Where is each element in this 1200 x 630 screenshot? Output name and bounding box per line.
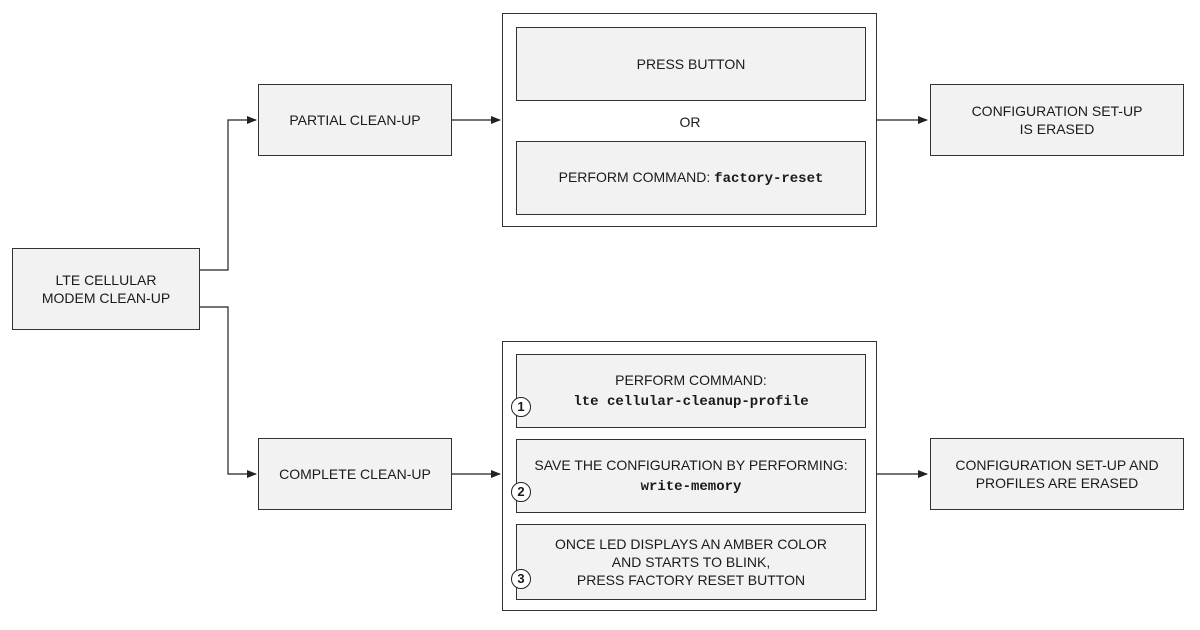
complete-cleanup-label: COMPLETE CLEAN-UP [279, 466, 431, 482]
option-press-button-text: PRESS BUTTON [636, 56, 746, 72]
step-2-text: SAVE THE CONFIGURATION BY PERFORMING: [534, 457, 848, 473]
step-2-number-badge: 2 [511, 482, 531, 502]
partial-options-group: PRESS BUTTON OR PERFORM COMMAND: factory… [502, 13, 877, 227]
step-1-box: PERFORM COMMAND: lte cellular-cleanup-pr… [511, 354, 866, 428]
connector-root-to-complete [200, 306, 257, 478]
step-3-number-badge: 3 [511, 569, 531, 589]
step-3-line1: ONCE LED DISPLAYS AN AMBER COLOR [554, 536, 828, 552]
root-node-box: LTE CELLULAR MODEM CLEAN-UP [12, 248, 200, 330]
root-node-line1: LTE CELLULAR [55, 272, 157, 288]
partial-cleanup-label: PARTIAL CLEAN-UP [289, 112, 421, 128]
complete-steps-group: PERFORM COMMAND: lte cellular-cleanup-pr… [502, 341, 877, 611]
step-1-command: lte cellular-cleanup-profile [573, 394, 809, 410]
step-1-text: PERFORM COMMAND: [615, 372, 767, 388]
connector-root-to-partial [200, 116, 257, 271]
partial-result-line2: IS ERASED [1019, 121, 1095, 137]
partial-result-line1: CONFIGURATION SET-UP [971, 103, 1143, 119]
root-node-line2: MODEM CLEAN-UP [41, 290, 171, 306]
step-3-box: ONCE LED DISPLAYS AN AMBER COLOR AND STA… [511, 524, 866, 600]
step-3-line2: AND STARTS TO BLINK, [611, 554, 771, 570]
partial-result-box: CONFIGURATION SET-UP IS ERASED [930, 84, 1184, 156]
or-label: OR [679, 114, 701, 130]
step-2-box: SAVE THE CONFIGURATION BY PERFORMING: wr… [511, 439, 866, 513]
complete-result-line1: CONFIGURATION SET-UP AND [955, 457, 1159, 473]
option-factory-reset-prefix: PERFORM COMMAND: [558, 169, 711, 185]
step-3-line3: PRESS FACTORY RESET BUTTON [576, 572, 806, 588]
option-factory-reset-box: PERFORM COMMAND: factory-reset [516, 141, 866, 215]
step-1-number-badge: 1 [511, 397, 531, 417]
complete-cleanup-box: COMPLETE CLEAN-UP [258, 438, 452, 510]
step-2-command: write-memory [640, 479, 742, 495]
complete-result-line2: PROFILES ARE ERASED [975, 475, 1139, 491]
option-factory-reset-text: PERFORM COMMAND: factory-reset [559, 168, 824, 188]
complete-result-box: CONFIGURATION SET-UP AND PROFILES ARE ER… [930, 438, 1184, 510]
option-press-button-box: PRESS BUTTON [516, 27, 866, 101]
factory-reset-command: factory-reset [714, 171, 824, 187]
partial-cleanup-box: PARTIAL CLEAN-UP [258, 84, 452, 156]
